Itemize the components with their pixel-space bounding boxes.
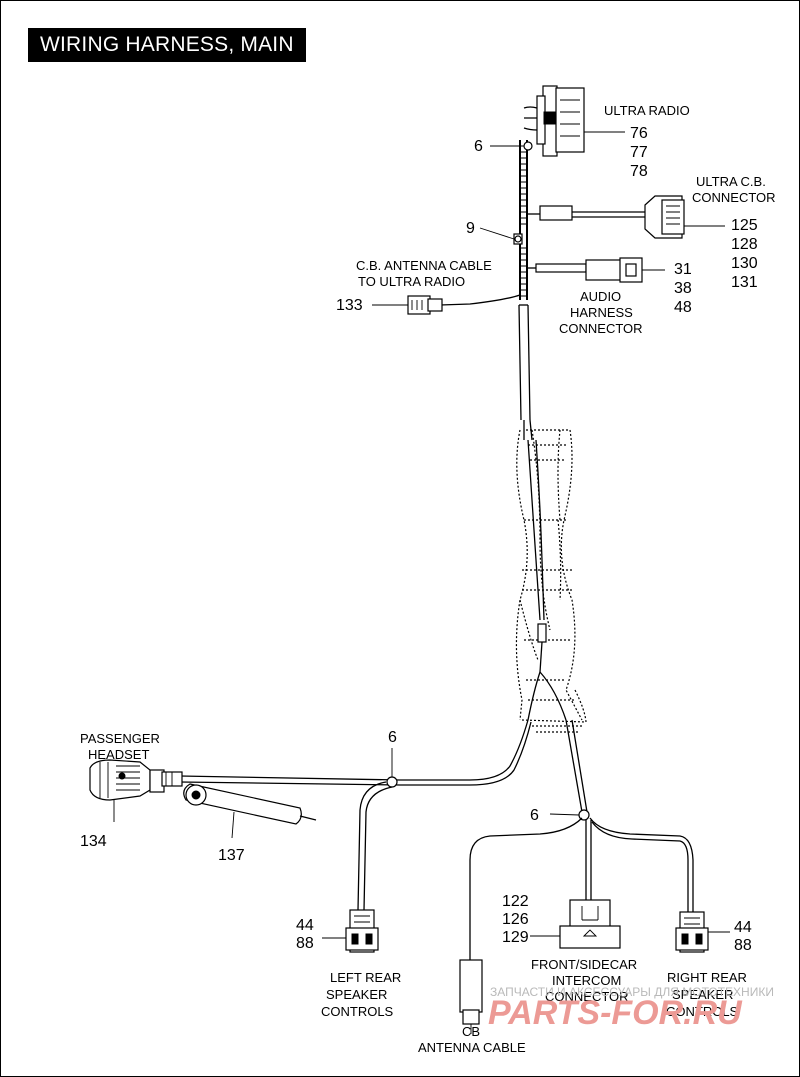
callout-audio-3: 48 [674,299,692,316]
callout-front-1: 122 [502,893,529,910]
right-label-3: CONTROLS [666,1004,739,1019]
cb-label-1: CB [462,1024,480,1039]
right-rear-speaker-connector [675,911,730,953]
callout-headset: 134 [80,833,107,850]
watermark-caption: ЗАПЧАСТИ И АКСЕССУАРЫ ДЛЯ МОТОТЕХНИКИ [490,985,774,999]
cb-antenna-cable-connector [372,294,521,315]
cb-antenna-label-1: C.B. ANTENNA CABLE [356,258,492,273]
watermark-logo: PARTS-FOR.RU [488,994,743,1032]
passenger-label-1: PASSENGER [80,731,160,746]
ultra-cb-label-1: ULTRA C.B. [696,174,766,189]
callout-cb-4: 131 [731,274,758,291]
callout-clip-top: 6 [474,138,483,155]
callout-clip-mid: 6 [388,729,397,746]
passenger-headset-connector [89,759,317,839]
left-label-1: LEFT REAR [330,970,401,985]
callout-front-3: 129 [502,929,529,946]
ultra-radio-connector [523,85,625,157]
audio-label-1: AUDIO [580,289,621,304]
callout-audio-2: 38 [674,280,692,297]
cb-antenna-label-2: TO ULTRA RADIO [358,274,465,289]
left-label-3: CONTROLS [321,1004,394,1019]
right-branch-harness [469,719,694,960]
right-label-2: SPEAKER [672,987,733,1002]
left-branch-harness [179,719,532,911]
left-label-2: SPEAKER [326,987,387,1002]
callout-left-2: 88 [296,935,314,952]
front-label-3: CONNECTOR [545,989,629,1004]
ultra-radio-label: ULTRA RADIO [604,103,690,118]
dotted-bundle-section [515,429,587,733]
callout-clip-low: 6 [530,807,539,824]
callout-cb-cable: 133 [336,297,363,314]
callout-right-2: 88 [734,937,752,954]
callout-right-1: 44 [734,919,752,936]
passenger-label-2: HEADSET [88,747,149,762]
front-intercom-connector [530,899,621,949]
ground-stud [479,227,523,245]
callout-radio-2: 77 [630,144,648,161]
callout-tube: 137 [218,847,245,864]
right-label-1: RIGHT REAR [667,970,747,985]
callout-cb-2: 128 [731,236,758,253]
left-rear-speaker-connector [322,909,379,953]
clip-top [490,141,533,151]
callout-ground: 9 [466,220,475,237]
callout-radio-3: 78 [630,163,648,180]
cb-label-2: ANTENNA CABLE [418,1040,526,1055]
audio-harness-connector [527,257,665,283]
ultra-cb-label-2: CONNECTOR [692,190,776,205]
ultra-cb-connector [527,195,725,239]
callout-cb-1: 125 [731,217,758,234]
audio-label-3: CONNECTOR [559,321,643,336]
main-harness-trunk [518,140,533,441]
callout-radio-1: 76 [630,125,648,142]
audio-label-2: HARNESS [570,305,633,320]
callout-left-1: 44 [296,917,314,934]
front-label-2: INTERCOM [552,973,621,988]
callout-front-2: 126 [502,911,529,928]
cb-antenna-plug [459,959,483,1034]
page-title: WIRING HARNESS, MAIN [28,28,306,62]
callout-audio-1: 31 [674,261,692,278]
front-label-1: FRONT/SIDECAR [531,957,637,972]
callout-cb-3: 130 [731,255,758,272]
